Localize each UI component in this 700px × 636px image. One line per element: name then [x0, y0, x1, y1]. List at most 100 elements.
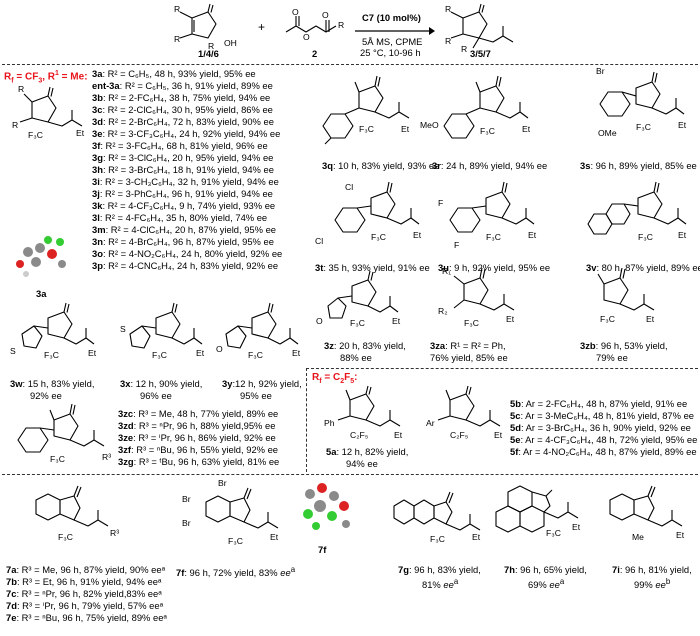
crystal-label-7f: 7f: [318, 544, 327, 555]
result-3w-line1: 3w: 15 h, 83% yield,: [10, 378, 95, 389]
svg-text:F₃C: F₃C: [430, 534, 445, 544]
svg-text:F: F: [438, 198, 443, 208]
svg-text:F₃C: F₃C: [44, 350, 59, 360]
svg-text:Br: Br: [182, 494, 191, 504]
entry-3zf: 3zf: R³ = ⁿBu, 96 h, 55% yield, 92% ee: [118, 444, 279, 455]
result-3w-line2: 92% ee: [30, 390, 62, 401]
result-3zb-line2: 79% ee: [596, 352, 628, 363]
svg-text:Et: Et: [413, 230, 422, 240]
c2f5-box-top: [306, 368, 698, 369]
entry-7a: 7a: R³ = Me, 96 h, 87% yield, 90% eeᵃ: [6, 564, 166, 575]
svg-text:Et: Et: [472, 532, 481, 542]
entry-3k: 3k: R² = 4-CF₃C₆H₄, 9 h, 74% yield, 93% …: [92, 200, 276, 211]
svg-text:Ar: Ar: [426, 418, 435, 428]
svg-text:Br: Br: [218, 478, 227, 488]
reaction-arrow: [355, 27, 435, 35]
result-3r: 3r: 24 h, 89% yield, 94% ee: [432, 160, 548, 171]
entry-7d: 7d: R³ = ⁱPr, 96 h, 79% yield, 57% eeᵃ: [6, 600, 164, 611]
svg-text:F₃C: F₃C: [350, 318, 365, 328]
svg-text:F₃C: F₃C: [28, 130, 43, 140]
svg-text:F₃C: F₃C: [152, 350, 167, 360]
svg-text:R: R: [12, 120, 18, 130]
entry-3b: 3b: R² = 2-FC₆H₄, 38 h, 75% yield, 94% e…: [92, 92, 271, 103]
result-3q: 3q: 10 h, 83% yield, 93% ee: [322, 160, 440, 171]
condition-2: 25 °C, 10-96 h: [360, 47, 421, 58]
svg-text:O: O: [303, 32, 310, 42]
plus-sign: +: [258, 20, 266, 34]
entry-5d: 5d: Ar = 3-BrC₆H₄, 36 h, 90% yield, 92% …: [510, 422, 691, 433]
structure-7a-7e: F₃C R³: [35, 485, 119, 542]
entry-3zg: 3zg: R³ = ᵗBu, 96 h, 63% yield, 81% ee: [118, 456, 280, 467]
anhydride-structure: OOO R: [285, 7, 344, 42]
section2-header: Rf = C2F5:: [312, 372, 358, 385]
entry-3zd: 3zd: R³ = ⁿPr, 96 h, 88% yield,95% ee: [118, 420, 276, 431]
entry-7e: 7e: R³ = ⁿBu, 96 h, 75% yield, 89% eeᵃ: [6, 612, 167, 623]
svg-text:R: R: [174, 4, 180, 14]
entry-3l: 3l: R² = 4-FC₆H₄, 35 h, 80% yield, 74% e…: [92, 212, 268, 223]
result-3t: 3t: 35 h, 93% yield, 91% ee: [315, 262, 430, 273]
svg-text:Et: Et: [270, 532, 279, 542]
svg-text:Et: Et: [76, 128, 85, 138]
entry-3o: 3o: R² = 4-NO₂C₆H₄, 24 h, 80% yield, 92%…: [92, 248, 283, 259]
svg-text:R: R: [208, 41, 214, 51]
svg-text:R: R: [338, 20, 344, 30]
crystal-label-3a: 3a: [36, 288, 47, 299]
entry-3p: 3p: R² = 4-CNC₆H₄, 24 h, 83% yield, 92% …: [92, 260, 279, 271]
entry-3zc: 3zc: R³ = Me, 48 h, 77% yield, 89% ee: [118, 408, 279, 419]
svg-text:MeO: MeO: [420, 120, 439, 130]
entry-3j: 3j: R² = 3-PhC₆H₄, 96 h, 91% yield, 94% …: [92, 188, 273, 199]
svg-text:F₃C: F₃C: [486, 232, 501, 242]
svg-text:Et: Et: [678, 230, 687, 240]
svg-text:Br: Br: [182, 518, 191, 528]
svg-text:Et: Et: [646, 314, 655, 324]
svg-text:Et: Et: [678, 120, 687, 130]
svg-text:R³: R³: [110, 528, 119, 538]
svg-text:Et: Et: [394, 430, 403, 440]
svg-text:F₃C: F₃C: [58, 532, 73, 542]
result-3x-line1: 3x: 12 h, 90% yield,: [120, 378, 203, 389]
section1-header: Rf = CF3, R1 = Me:: [4, 70, 88, 85]
entry-5b: 5b: Ar = 2-FC₆H₄, 48 h, 87% yield, 91% e…: [510, 398, 688, 409]
entry-ent-3a: ent-3a: R² = C₆H₅, 36 h, 91% yield, 89% …: [92, 80, 273, 91]
result-3za-line1: 3za: R¹ = R² = Ph,: [430, 340, 506, 351]
entry-3n: 3n: R² = 4-BrC₆H₄, 96 h, 87% yield, 95% …: [92, 236, 274, 247]
condition-1: 5Å MS, CPME: [362, 36, 423, 47]
svg-text:Ph: Ph: [324, 418, 335, 428]
entry-3d: 3d: R² = 2-BrC₆H₄, 72 h, 83% yield, 90% …: [92, 116, 274, 127]
product-label: 3/5/7: [470, 48, 491, 59]
svg-text:R: R: [445, 4, 451, 14]
entry-3e: 3e: R² = 3-CF₃C₆H₄, 24 h, 92% yield, 94%…: [92, 128, 281, 139]
entry-3i: 3i: R² = 3-CH₃C₆H₄, 32 h, 91% yield, 94%…: [92, 176, 279, 187]
result-3x-line2: 96% ee: [140, 390, 172, 401]
svg-text:Et: Et: [88, 348, 97, 358]
svg-text:F₃C: F₃C: [480, 126, 495, 136]
svg-text:Br: Br: [596, 66, 605, 76]
svg-text:F₃C: F₃C: [248, 350, 263, 360]
svg-text:O: O: [216, 344, 223, 354]
svg-text:F₃C: F₃C: [638, 232, 653, 242]
svg-text:Et: Et: [522, 124, 531, 134]
svg-text:Me: Me: [632, 532, 644, 542]
bottom-divider: [2, 474, 698, 475]
svg-text:R: R: [445, 36, 451, 46]
svg-text:F₃C: F₃C: [464, 318, 479, 328]
result-7h-line1: 7h: 96 h, 65% yield,: [504, 564, 587, 575]
entry-3m: 3m: R² = 4-ClC₆H₄, 20 h, 87% yield, 95% …: [92, 224, 277, 235]
svg-text:F₃C: F₃C: [636, 122, 651, 132]
result-3za-line2: 76% yield, 85% ee: [430, 352, 508, 363]
entry-5f: 5f: Ar = 4-NO₂C₆H₄, 48 h, 87% yield, 89%…: [510, 446, 697, 457]
svg-text:Et: Et: [292, 348, 301, 358]
result-3s: 3s: 96 h, 89% yield, 85% ee: [580, 160, 697, 171]
result-7i-line2: 99% eeb: [634, 577, 671, 591]
svg-text:C₂F₅: C₂F₅: [450, 430, 469, 440]
svg-text:Cl: Cl: [315, 236, 323, 246]
